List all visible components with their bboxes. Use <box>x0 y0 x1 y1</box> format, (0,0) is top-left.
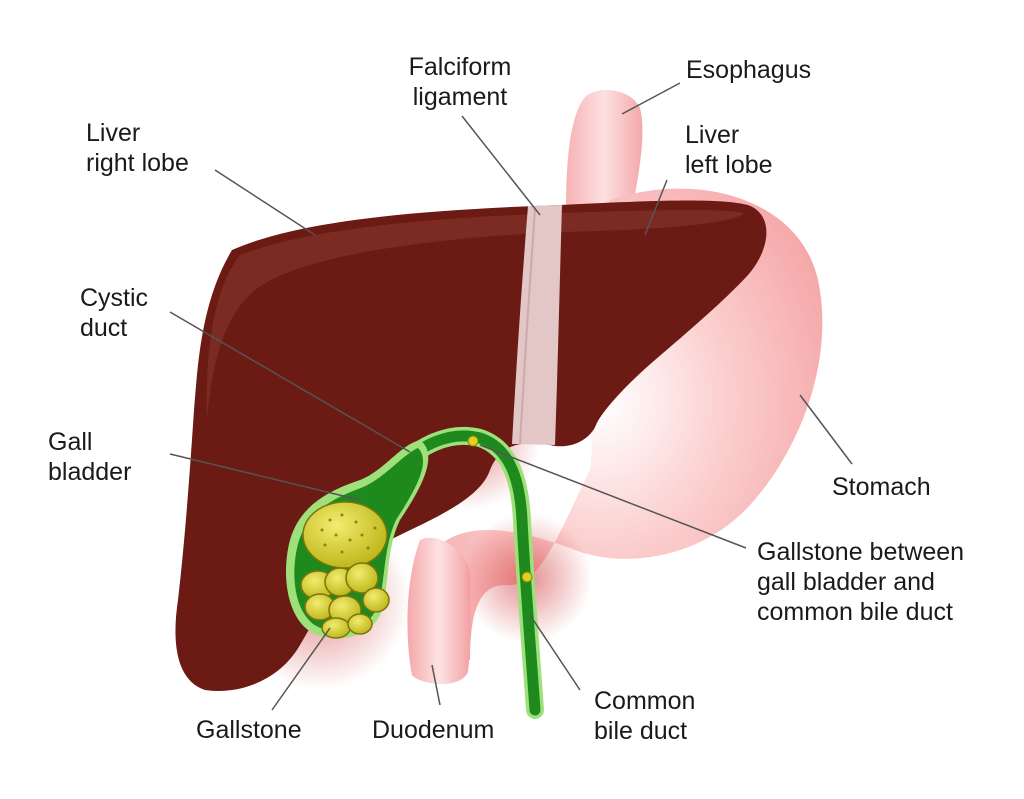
label-line: bile duct <box>594 717 688 745</box>
common-bile-duct <box>389 430 541 716</box>
label-line: left lobe <box>685 151 773 179</box>
label-line: Falciform <box>408 53 512 81</box>
leader-line-esophagus <box>621 82 681 115</box>
leader-line-duodenum <box>431 664 441 706</box>
label-gall-bladder: Gall bladder <box>48 427 131 487</box>
leader-lines <box>169 82 853 711</box>
label-common-bile-duct: Common bile duct <box>594 686 695 746</box>
leader-line-gall-bladder <box>169 453 361 501</box>
gallstone-speckles <box>320 513 377 554</box>
label-line: Liver <box>685 121 740 149</box>
label-line: Gall <box>48 428 93 456</box>
leader-line-cystic-duct <box>169 311 411 453</box>
label-esophagus: Esophagus <box>686 55 811 85</box>
label-cystic-duct: Cystic duct <box>80 283 148 343</box>
label-falciform-ligament: Falciform ligament <box>395 52 525 112</box>
label-line: right lobe <box>86 149 189 177</box>
leader-line-falciform <box>461 115 541 216</box>
gallstones-cluster <box>300 501 390 639</box>
falciform-ligament-edge <box>519 207 536 445</box>
leader-line-common-bile-duct <box>529 614 581 691</box>
label-line: Duodenum <box>372 716 495 744</box>
leader-line-liver-left-lobe <box>644 179 668 236</box>
label-gallstone: Gallstone <box>196 715 302 745</box>
label-line: Stomach <box>832 473 931 501</box>
label-line: Gallstone between <box>757 538 965 566</box>
leader-line-liver-right-lobe <box>214 169 316 236</box>
label-line: Esophagus <box>686 56 812 84</box>
label-liver-left-lobe: Liver left lobe <box>685 120 773 180</box>
leader-line-stomach <box>799 394 853 465</box>
duodenum-shape <box>407 537 471 685</box>
label-line: duct <box>80 314 128 342</box>
label-line: common bile duct <box>757 598 953 626</box>
label-line: Liver <box>86 119 141 147</box>
gallstone-in-bile-duct <box>521 571 533 583</box>
label-line: Gallstone <box>196 716 302 744</box>
leader-line-gallstone-between <box>479 444 747 549</box>
label-line: bladder <box>48 458 132 486</box>
esophagus-shape <box>566 90 643 210</box>
label-gallstone-between: Gallstone between gall bladder and commo… <box>757 537 964 627</box>
leader-line-gallstone <box>271 627 331 711</box>
label-line: gall bladder and <box>757 568 935 596</box>
label-stomach: Stomach <box>832 472 931 502</box>
label-line: Cystic <box>80 284 149 312</box>
gallstone-in-cystic-duct <box>467 435 479 447</box>
label-liver-right-lobe: Liver right lobe <box>86 118 189 178</box>
label-line: ligament <box>412 83 508 111</box>
label-line: Common <box>594 687 696 715</box>
label-duodenum: Duodenum <box>372 715 494 745</box>
